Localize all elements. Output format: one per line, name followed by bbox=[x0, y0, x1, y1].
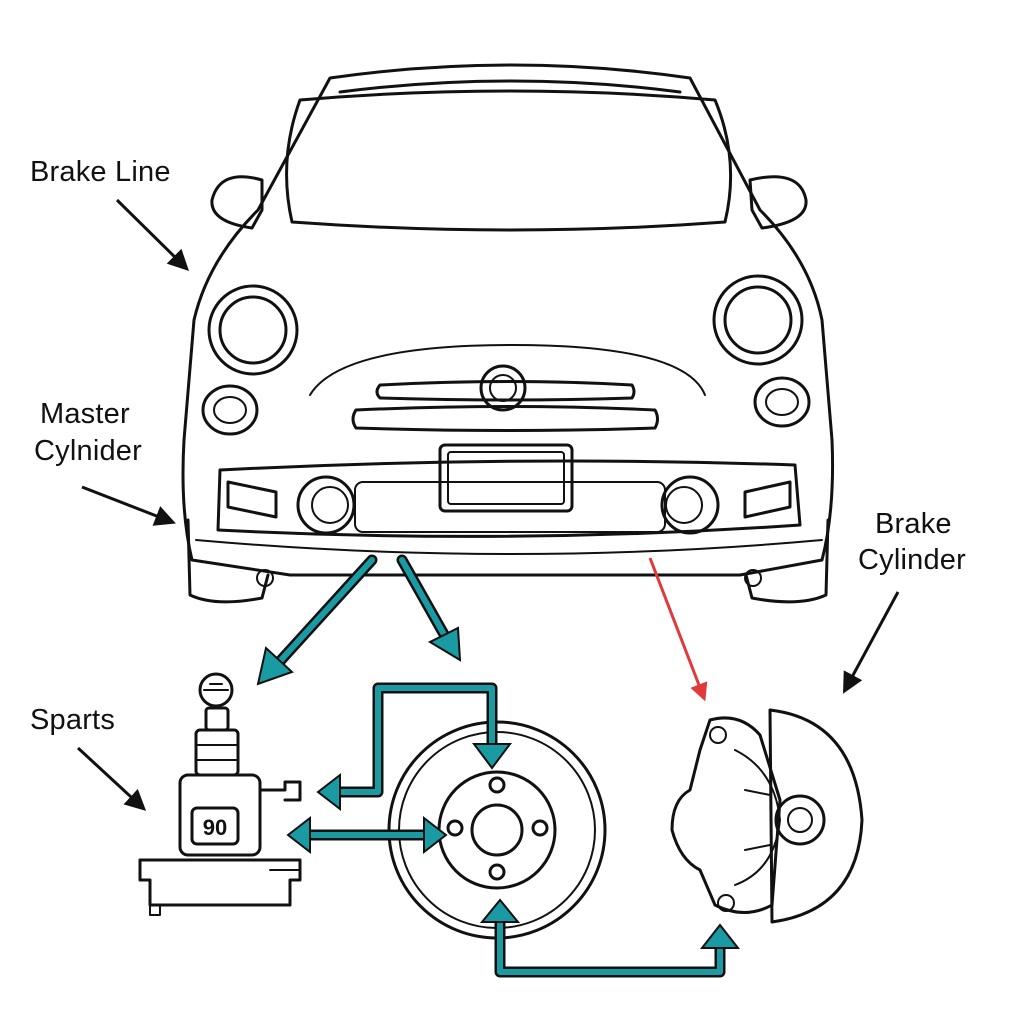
lower-mesh-grille bbox=[354, 481, 666, 533]
flow-arrows bbox=[256, 554, 741, 978]
left-headlight-outer bbox=[207, 284, 299, 376]
red-arrow-car-to-caliper bbox=[648, 557, 708, 702]
lug-hole-left bbox=[446, 819, 464, 837]
upper-grille-bar bbox=[375, 380, 636, 402]
hood-line bbox=[309, 344, 706, 396]
lug-hole-bottom bbox=[488, 863, 506, 881]
master-cylinder-part: 90 bbox=[138, 672, 302, 916]
sparts-label: Sparts bbox=[30, 704, 116, 736]
teal-flow-arrow-icon bbox=[286, 815, 311, 855]
brake-cylinder-label-line2: Cylinder bbox=[858, 544, 966, 576]
brake-line-label: Brake Line bbox=[30, 156, 171, 188]
front-bumper bbox=[216, 459, 802, 538]
cylinder-side-fitting bbox=[258, 780, 302, 802]
reservoir-cap bbox=[198, 672, 234, 708]
reservoir-ribs bbox=[195, 744, 239, 761]
right-front-tire bbox=[744, 518, 830, 604]
right-tow-point bbox=[744, 569, 762, 587]
left-fog-light bbox=[296, 475, 356, 535]
arrow-icon bbox=[115, 198, 189, 271]
cylinder-bracket bbox=[138, 858, 302, 907]
emblem-outer bbox=[479, 364, 527, 412]
right-headlight-inner bbox=[723, 285, 793, 355]
teal-flow-arrow-icon bbox=[256, 646, 294, 686]
reservoir-cap-line bbox=[203, 683, 229, 691]
arrow-icon bbox=[843, 591, 900, 694]
rotor-center-bore bbox=[470, 803, 524, 857]
car-body-outline bbox=[181, 63, 835, 577]
right-indicator-inner bbox=[765, 388, 799, 416]
teal-flow-arrow-icon bbox=[699, 923, 741, 949]
teal-flow-arrow-icon bbox=[423, 815, 448, 855]
brake-caliper-part bbox=[670, 708, 864, 924]
arrow-icon bbox=[76, 746, 147, 811]
flow-arrow-car-to-rotor bbox=[396, 554, 462, 662]
left-mirror bbox=[210, 175, 264, 230]
lower-grille-bar bbox=[351, 405, 659, 432]
master-cylinder-label-line2: Cylnider bbox=[34, 435, 142, 467]
reservoir-body bbox=[194, 728, 240, 777]
bumper-lower-edge bbox=[195, 539, 823, 555]
left-front-tire bbox=[186, 518, 270, 604]
right-headlight-outer bbox=[712, 274, 804, 366]
caliper-piston-area bbox=[734, 749, 781, 886]
gauge-value: 90 bbox=[203, 815, 227, 840]
rotor-hub bbox=[437, 770, 557, 890]
cylinder-housing bbox=[178, 773, 262, 857]
right-fog-light-inner bbox=[665, 486, 703, 524]
master-cylinder-label-line1: Master bbox=[40, 398, 130, 430]
caliper-bolt-bottom bbox=[717, 894, 735, 912]
right-side-vent bbox=[743, 480, 792, 519]
caliper-body bbox=[670, 716, 782, 914]
flow-arrow-rotor-to-caliper bbox=[479, 898, 741, 978]
car-roof-inner bbox=[338, 79, 682, 94]
left-indicator-inner bbox=[213, 396, 247, 424]
left-headlight-inner bbox=[218, 295, 288, 365]
left-fog-light-inner bbox=[311, 486, 349, 524]
left-tow-point bbox=[256, 569, 274, 587]
right-fog-light bbox=[660, 475, 720, 535]
caliper-hub bbox=[774, 794, 826, 846]
flow-arrow-car-to-master bbox=[256, 554, 378, 686]
gauge-plate bbox=[190, 806, 240, 846]
left-side-vent bbox=[226, 480, 278, 519]
teal-flow-arrow-icon bbox=[479, 898, 521, 923]
emblem-inner bbox=[489, 374, 517, 402]
car-front-view bbox=[181, 63, 835, 604]
lug-hole-top bbox=[488, 776, 506, 794]
brake-cylinder-label-line1: Brake bbox=[875, 508, 952, 540]
reservoir-neck bbox=[204, 706, 230, 732]
windshield bbox=[285, 89, 733, 232]
lug-hole-right bbox=[531, 819, 549, 837]
teal-flow-arrow-icon bbox=[472, 743, 512, 770]
caliper-slots bbox=[744, 789, 771, 851]
flow-arrow-rotor-loop bbox=[316, 682, 512, 812]
license-plate bbox=[438, 443, 574, 513]
arrow-icon bbox=[81, 485, 176, 526]
caliper-bolt-top bbox=[709, 726, 727, 744]
right-indicator bbox=[753, 376, 811, 428]
cylinder-mount bbox=[149, 869, 301, 916]
license-plate-inner bbox=[447, 451, 565, 505]
caliper-hub-inner bbox=[787, 807, 813, 833]
caliper-shield bbox=[768, 708, 864, 924]
teal-flow-arrow-icon bbox=[316, 772, 341, 812]
left-indicator bbox=[201, 384, 259, 436]
teal-flow-arrow-icon bbox=[427, 626, 462, 662]
right-mirror bbox=[748, 175, 808, 230]
flow-arrow-master-rotor bbox=[286, 815, 448, 855]
